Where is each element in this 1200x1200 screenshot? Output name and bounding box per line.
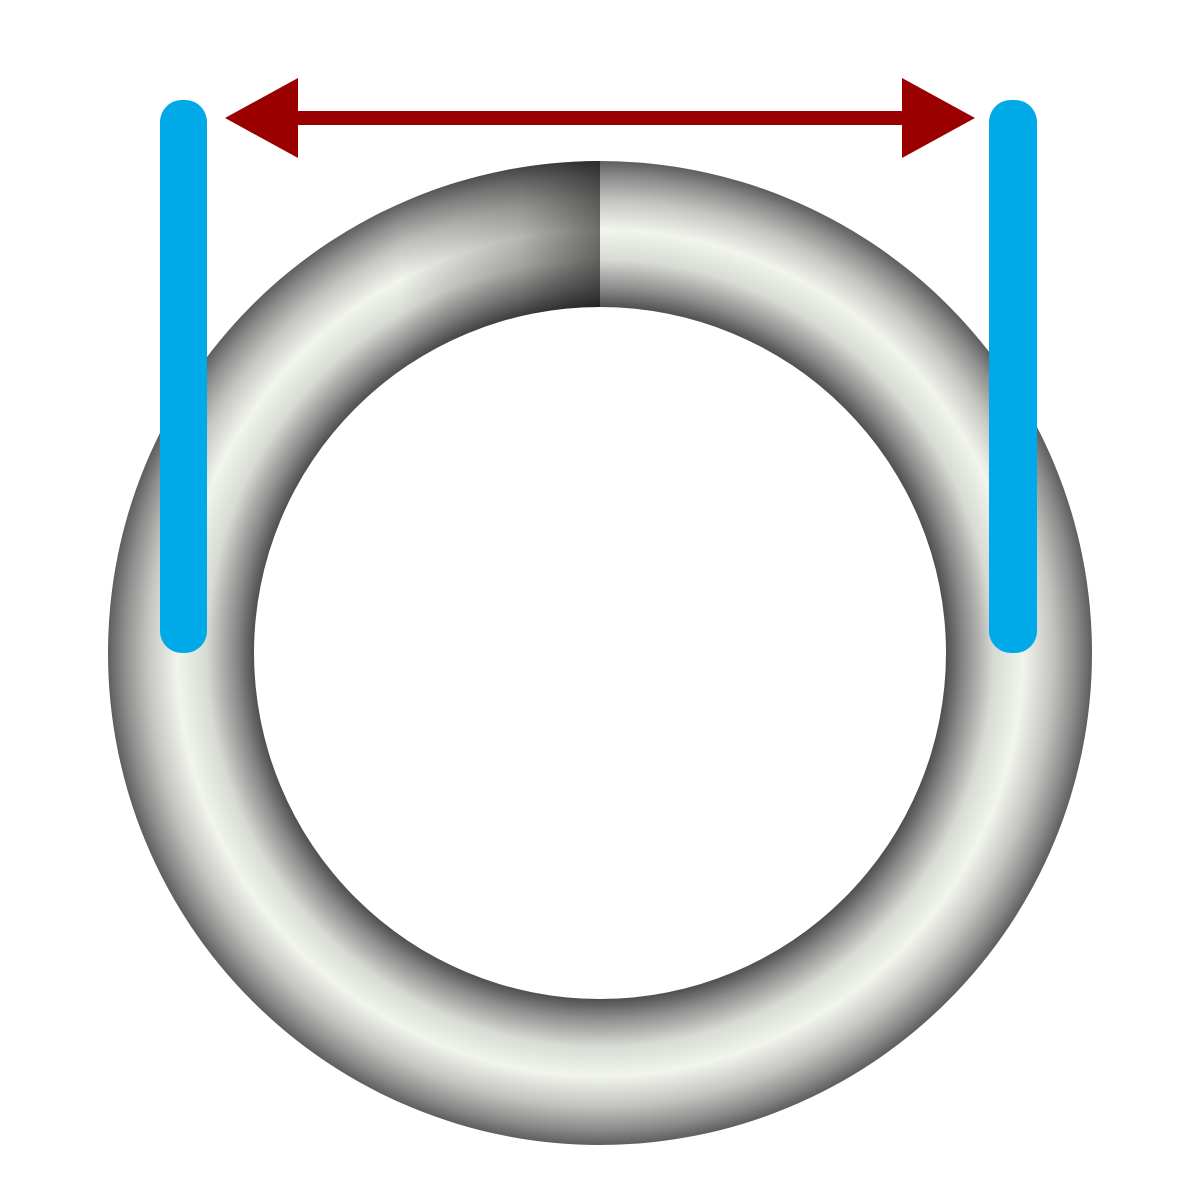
ring-shaded-section: [250, 100, 600, 653]
measure-bar-left: [160, 100, 207, 653]
measure-bar-right: [989, 100, 1037, 653]
arrow-head-right: [902, 78, 975, 158]
double-arrow-icon: [225, 78, 975, 158]
arrow-shaft: [290, 111, 910, 125]
arrow-head-left: [225, 78, 298, 158]
